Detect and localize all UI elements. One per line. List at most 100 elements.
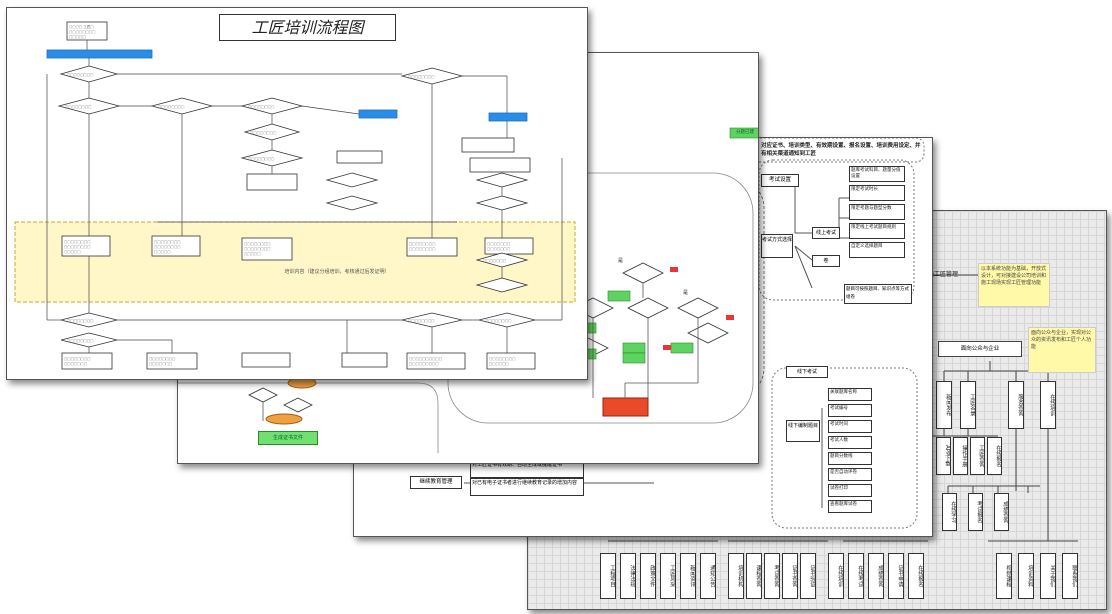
svg-text:□□□□□□□□: □□□□□□□□ bbox=[248, 157, 274, 161]
portal-leaf-b-1[interactable]: 考试报名 bbox=[968, 493, 983, 531]
svg-text:□□□□□□□□: □□□□□□□□ bbox=[489, 357, 515, 361]
online-option-4[interactable]: 自定义选择题目 bbox=[849, 242, 905, 258]
paper-node[interactable]: 卷 bbox=[812, 255, 840, 267]
training-band-note: 培训内容（建议分组培训，考核通过后发证明） bbox=[284, 269, 390, 275]
portal-bottom-mid-3[interactable]: 证书查询 bbox=[782, 553, 798, 599]
svg-text:□□□□□□□□: □□□□□□□□ bbox=[67, 73, 93, 77]
portal-bottom-mid2-3[interactable]: 证书申请 bbox=[888, 553, 904, 599]
online-option-1[interactable]: 限定考试时长 bbox=[849, 185, 905, 201]
portal-bottom-mid2-2[interactable]: 成绩查询 bbox=[868, 553, 884, 599]
svg-text:□□□□□□□: □□□□□□□ bbox=[483, 259, 506, 263]
offline-option-4[interactable]: 题目分数线 bbox=[828, 452, 872, 465]
svg-text:□□□□□□□□: □□□□□□□□ bbox=[149, 357, 175, 361]
offline-option-7[interactable]: 查看题库试卷 bbox=[828, 500, 872, 513]
portal-leaf-a-1[interactable]: 操作手册 bbox=[953, 437, 968, 475]
offline-option-0[interactable]: 关联题库名称 bbox=[828, 388, 872, 401]
svg-text:□□□□ 工匠□: □□□□ 工匠□ bbox=[69, 25, 94, 29]
portal-branch-2[interactable]: 服务查询 bbox=[1008, 381, 1024, 429]
offline-option-3[interactable]: 考试人数 bbox=[828, 436, 872, 449]
svg-text:□□□□□: □□□□□ bbox=[64, 250, 81, 254]
portal-leaf-a-0[interactable]: APP下载 bbox=[936, 437, 951, 475]
portal-bottom-left-1[interactable]: 法律法规 bbox=[620, 553, 636, 599]
svg-text:□□□□□□□□: □□□□□□□□ bbox=[154, 245, 180, 249]
portal-bottom-left-5[interactable]: 通知公告 bbox=[700, 553, 716, 599]
offline-exam-node[interactable]: 线下考试 bbox=[786, 366, 828, 378]
page-title: 工匠培训流程图 bbox=[219, 14, 396, 41]
portal-leaf-a-2[interactable]: 工匠查询 bbox=[970, 437, 985, 475]
svg-text:□□□□□□□□: □□□□□□□□ bbox=[244, 247, 270, 251]
svg-text:□□□□□: □□□□□ bbox=[69, 35, 86, 39]
portal-bottom-mid-0[interactable]: 培训机构 bbox=[728, 553, 744, 599]
portal-leaf-a-3[interactable]: 在线报名 bbox=[987, 437, 1002, 475]
portal-bottom-mid2-1[interactable]: 在线考试 bbox=[848, 553, 864, 599]
exam-flow-badge: 分题已建 bbox=[736, 130, 754, 135]
svg-text:□□□□□□□: □□□□□□□ bbox=[487, 242, 510, 246]
exam-header: 对应证书、培训类型、有效期设置、报名设置、培训费用设定、并有相关渠道通知到工匠 bbox=[761, 143, 921, 157]
offline-option-1[interactable]: 考试编号 bbox=[828, 404, 872, 417]
offline-group-node[interactable]: 线下编制题目 bbox=[786, 420, 820, 442]
online-option-3[interactable]: 限定线上考试题目规则 bbox=[849, 223, 905, 239]
svg-text:□□□□□: □□□□□ bbox=[244, 252, 261, 256]
svg-text:□□□□□□□□: □□□□□□□□ bbox=[485, 319, 511, 323]
svg-text:□□□□□□□□: □□□□□□□□ bbox=[408, 75, 434, 79]
portal-bottom-mid-1[interactable]: 课程查询 bbox=[746, 553, 762, 599]
exam-flow-yes-1: 是 bbox=[618, 258, 624, 264]
portal-bottom-mid-2[interactable]: 考试查询 bbox=[764, 553, 780, 599]
portal-branch-3[interactable]: 在线培训 bbox=[1040, 381, 1056, 429]
online-exam-node[interactable]: 线上考试 bbox=[812, 227, 840, 239]
offline-option-2[interactable]: 考试时间 bbox=[828, 420, 872, 433]
portal-leaf-b-2[interactable]: 成绩查询 bbox=[994, 493, 1009, 531]
svg-text:□□□□□□□□□: □□□□□□□□□ bbox=[409, 362, 439, 366]
portal-bottom-left-3[interactable]: 工匠风采 bbox=[660, 553, 676, 599]
svg-text:□□□□□□□□: □□□□□□□□ bbox=[154, 240, 180, 244]
svg-text:□□□□□□□□: □□□□□□□□ bbox=[67, 339, 93, 343]
svg-text:□□□□□□□□: □□□□□□□□ bbox=[250, 131, 276, 135]
portal-mid-node[interactable]: 面向公众与企业 bbox=[938, 341, 1022, 357]
portal-bottom-right-2[interactable]: 关于我们 bbox=[1040, 553, 1056, 599]
portal-bottom-left-2[interactable]: 政策文件 bbox=[640, 553, 656, 599]
portal-bottom-left-0[interactable]: 工程项目 bbox=[600, 553, 616, 599]
continue-edu-node[interactable]: 继续教育管理 bbox=[410, 476, 462, 489]
mode-note-node[interactable]: 题目可按照题目、知识点等方式组卷 bbox=[844, 284, 912, 304]
portal-bottom-left-4[interactable]: 新闻资讯 bbox=[680, 553, 696, 599]
exam-type-node[interactable]: 考试方式选择 bbox=[761, 234, 793, 258]
portal-note-1: 以本系统功能为基础，开放式设计，可对接建设公司培训和施工现场实现工匠管理功能 bbox=[978, 263, 1050, 307]
portal-top-node[interactable]: 施工匠管理 bbox=[928, 271, 959, 278]
svg-text:□□□□□□□□: □□□□□□□□ bbox=[158, 105, 184, 109]
svg-text:□□□□□□□□: □□□□□□□□ bbox=[409, 242, 435, 246]
svg-text:□□□□□□□□: □□□□□□□□ bbox=[65, 105, 91, 109]
svg-text:□□□□□□□□: □□□□□□□□ bbox=[64, 357, 90, 361]
portal-bottom-mid-4[interactable]: 证书验证 bbox=[800, 553, 816, 599]
portal-branch-0[interactable]: 新闻发布 bbox=[936, 381, 952, 429]
generate-certificate-button[interactable]: 生成证书文件 bbox=[258, 431, 318, 445]
offline-options-group: 关联题库名称考试编号考试时间考试人数题目分数线是否自动评卷试卷打印查看题库试卷 bbox=[828, 388, 872, 516]
offline-option-5[interactable]: 是否自动评卷 bbox=[828, 468, 872, 481]
portal-branch-1[interactable]: 工匠名录 bbox=[960, 381, 976, 429]
online-option-0[interactable]: 题库考试科目、题量分值设置 bbox=[849, 166, 905, 182]
svg-text:□□□□□□: □□□□□□ bbox=[489, 362, 509, 366]
edu-note-2: 对已有电子证书者进行继续教育记录的增加内容 bbox=[470, 478, 584, 496]
portal-note-2: 面向公众与企业，实现对公众的资讯发布和工匠个人功能 bbox=[1028, 327, 1096, 373]
svg-text:□□□□□□□: □□□□□□□ bbox=[64, 362, 87, 366]
svg-text:□□□□□□□: □□□□□□□ bbox=[149, 362, 172, 366]
portal-bottom-mid2-4[interactable]: 在线报名 bbox=[908, 553, 924, 599]
svg-text:□□□□□□□□: □□□□□□□□ bbox=[248, 105, 274, 109]
portal-bottom-right-3[interactable]: 联系我们 bbox=[1062, 553, 1078, 599]
sheet-training-flow[interactable]: 工匠培训流程图 bbox=[6, 7, 588, 380]
portal-leaf-b-0[interactable]: 在线学习 bbox=[942, 493, 957, 531]
svg-text:□□□□□□□□: □□□□□□□□ bbox=[244, 242, 270, 246]
training-flowchart: □□□□ 工匠□□□□□□□□□□□□□□ □□□□□□□□□□□□□□□□□□… bbox=[14, 21, 576, 370]
online-option-2[interactable]: 限定考题与题型分数 bbox=[849, 204, 905, 220]
svg-text:□□□□□□□□: □□□□□□□□ bbox=[408, 319, 434, 323]
offline-option-6[interactable]: 试卷打印 bbox=[828, 484, 872, 497]
portal-bottom-mid2-0[interactable]: 在线培训 bbox=[828, 553, 844, 599]
portal-bottom-right-1[interactable]: 培训资料 bbox=[1018, 553, 1034, 599]
online-options-group: 题库考试科目、题量分值设置限定考试时长限定考题与题型分数限定线上考试题目规则自定… bbox=[849, 166, 905, 261]
svg-text:□□□□□□□□□□: □□□□□□□□□□ bbox=[409, 357, 442, 361]
svg-text:□□□□□: □□□□□ bbox=[154, 250, 171, 254]
exam-setting-node[interactable]: 考试设置 bbox=[761, 174, 799, 187]
svg-text:□□□□□□□□: □□□□□□□□ bbox=[64, 245, 90, 249]
svg-text:□□□□□□□: □□□□□□□ bbox=[487, 247, 510, 251]
portal-bottom-right-0[interactable]: 视频课程 bbox=[996, 553, 1012, 599]
exam-flow-yes-2: 是 bbox=[683, 290, 689, 296]
